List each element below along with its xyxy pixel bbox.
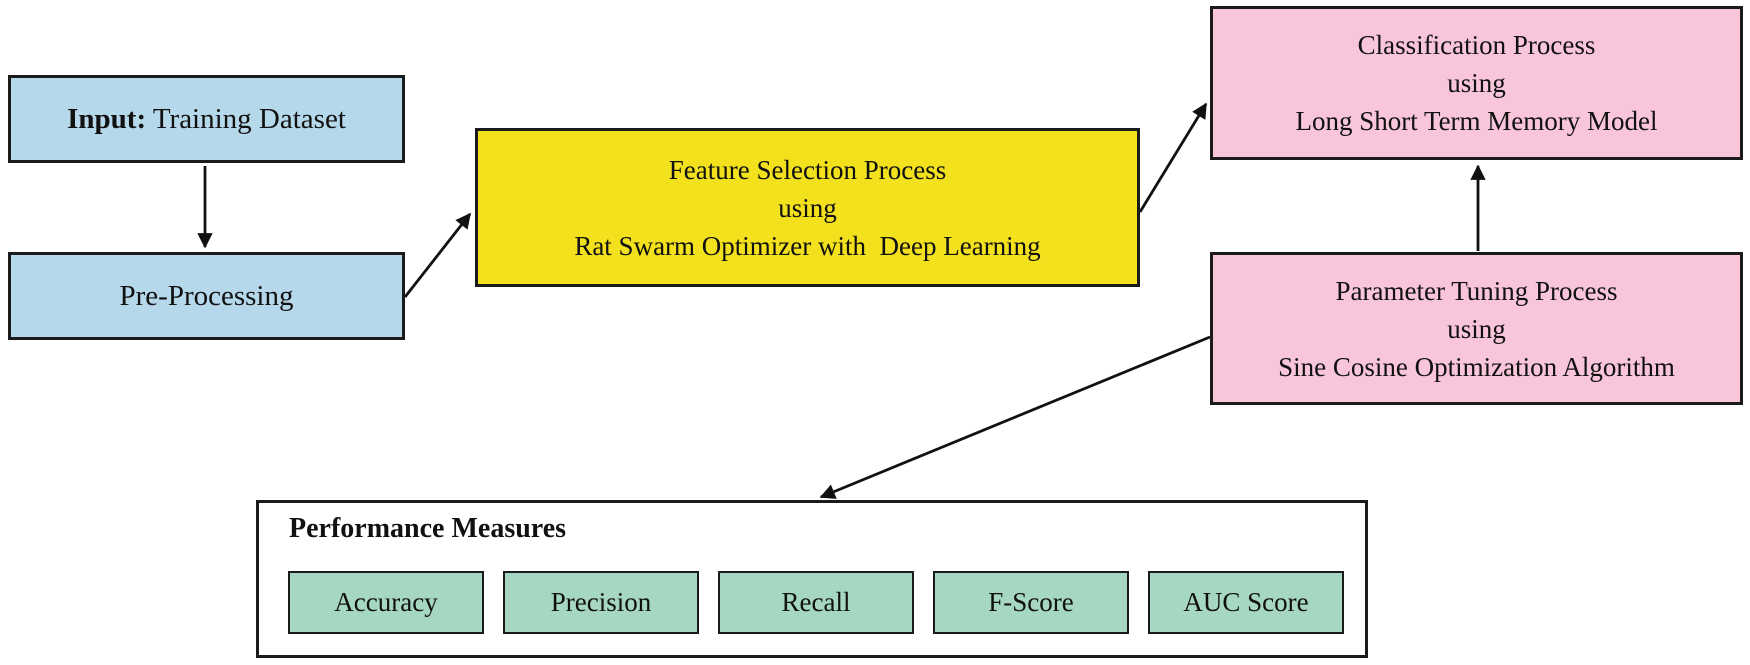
pre-processing-box: Pre-Processing bbox=[8, 252, 405, 340]
classification-line-2: using bbox=[1447, 68, 1506, 98]
classification-process-box: Classification Process using Long Short … bbox=[1210, 6, 1743, 160]
arrow-feature-to-classification bbox=[1138, 102, 1208, 213]
measure-box-auc-score: AUC Score bbox=[1148, 571, 1344, 634]
performance-measures-row: Accuracy Precision Recall F-Score AUC Sc… bbox=[288, 571, 1344, 634]
measure-box-f-score: F-Score bbox=[933, 571, 1129, 634]
input-training-dataset-box: Input: Training Dataset bbox=[8, 75, 405, 163]
input-box-label: Input: Training Dataset bbox=[67, 103, 346, 136]
performance-measures-panel: Performance Measures Accuracy Precision … bbox=[256, 500, 1368, 658]
measure-box-precision: Precision bbox=[503, 571, 699, 634]
feature-selection-line-1: Feature Selection Process bbox=[668, 154, 947, 185]
parameter-tuning-line-2: using bbox=[1447, 313, 1506, 344]
arrow-preprocessing-to-feature bbox=[403, 212, 472, 298]
performance-measures-title: Performance Measures bbox=[289, 513, 567, 544]
classification-line-1: Classification Process bbox=[1357, 30, 1596, 60]
pre-processing-label: Pre-Processing bbox=[119, 279, 294, 312]
parameter-tuning-box: Parameter Tuning Process using Sine Cosi… bbox=[1210, 252, 1743, 405]
measure-box-accuracy: Accuracy bbox=[288, 571, 484, 634]
measure-box-recall: Recall bbox=[718, 571, 914, 634]
input-label-prefix: Input: bbox=[67, 102, 147, 135]
feature-selection-line-3: Rat Swarm Optimizer with Deep Learning bbox=[574, 230, 1041, 261]
feature-selection-box: Feature Selection Process using Rat Swar… bbox=[475, 128, 1140, 287]
parameter-tuning-line-1: Parameter Tuning Process bbox=[1335, 275, 1618, 306]
input-label-text: Training Dataset bbox=[146, 102, 346, 135]
feature-selection-line-2: using bbox=[778, 192, 837, 223]
arrow-parameter-to-performance bbox=[819, 335, 1211, 499]
classification-line-3: Long Short Term Memory Model bbox=[1295, 106, 1658, 136]
parameter-tuning-line-3: Sine Cosine Optimization Algorithm bbox=[1278, 351, 1675, 382]
